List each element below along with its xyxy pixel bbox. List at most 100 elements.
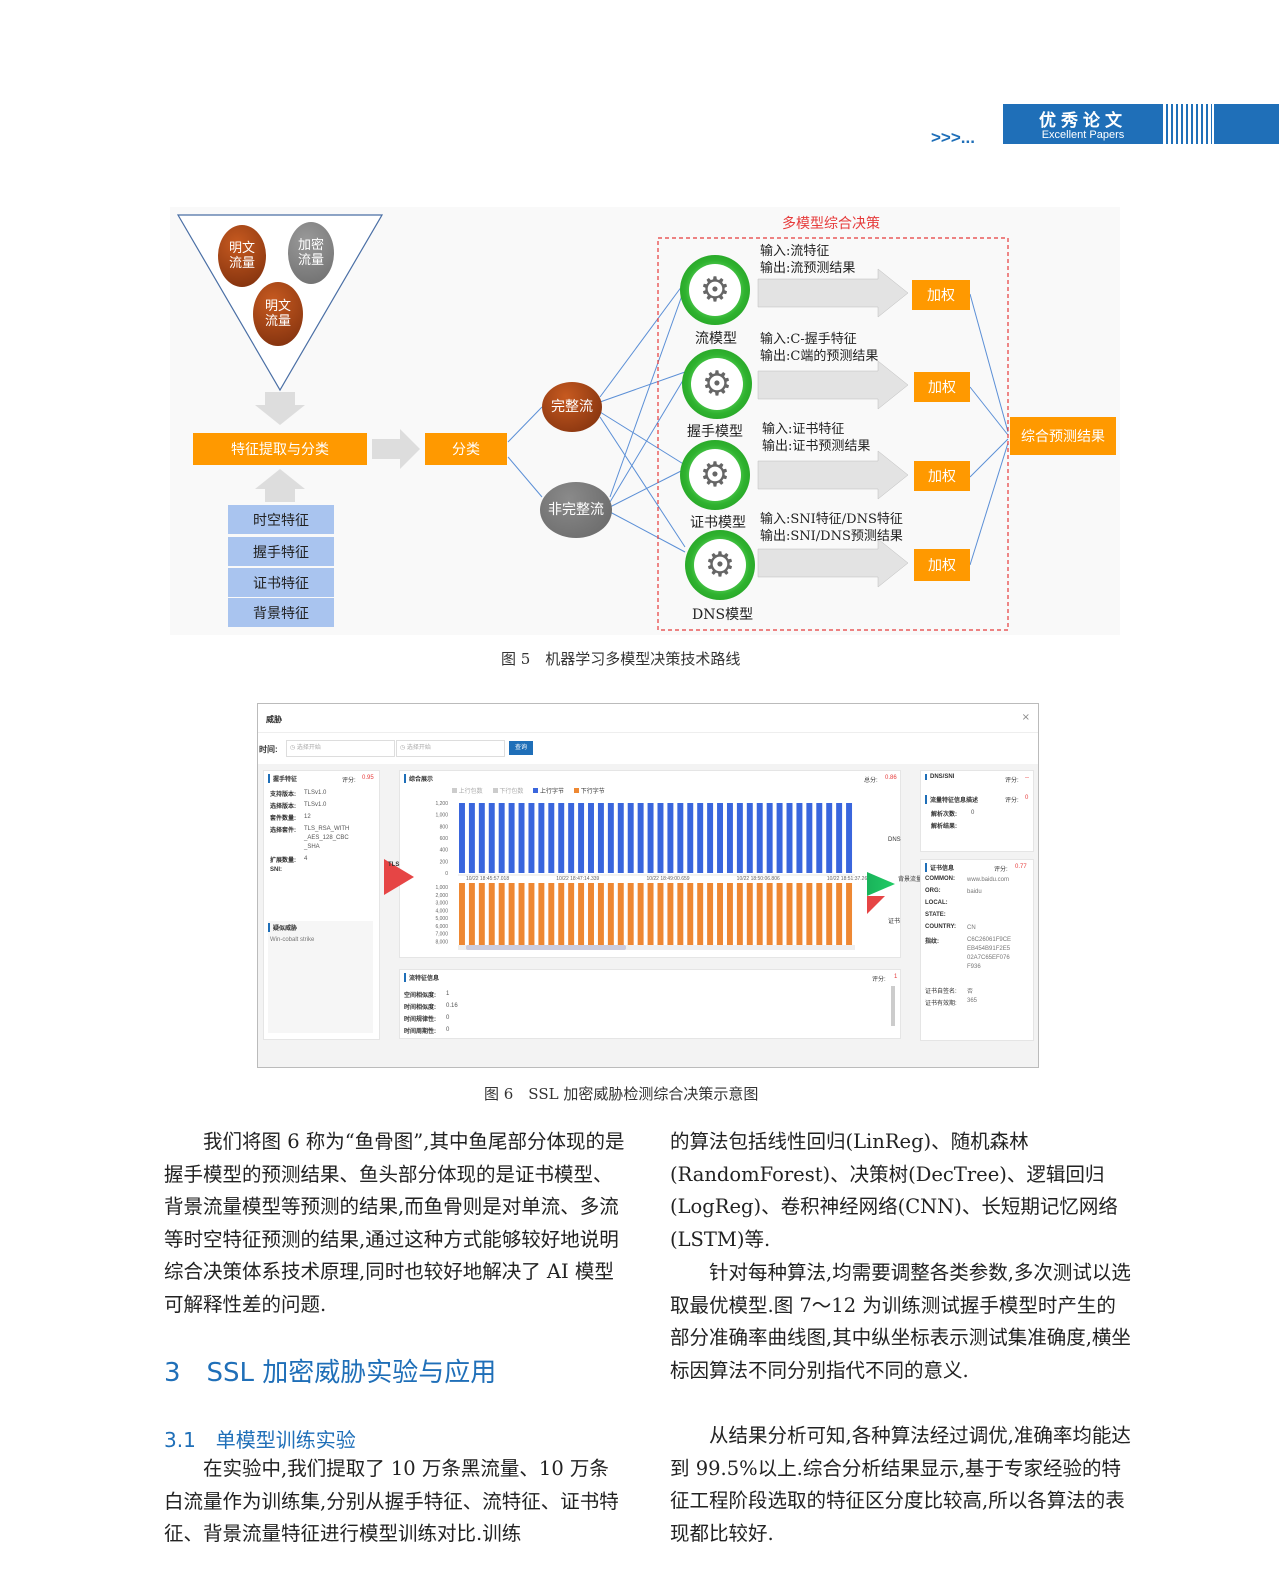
bar-down-37 [826, 883, 833, 945]
bar-down-13 [588, 883, 594, 945]
end-time-input[interactable]: ◷ 选择开始 [396, 740, 505, 757]
bar-down-34 [796, 883, 803, 945]
dns-score: -- [1025, 775, 1029, 781]
left-rows-value-4: 4 [304, 856, 308, 862]
ytick-bottom-7: 8,000 [435, 939, 448, 945]
bar-up-32 [776, 803, 783, 873]
start-time-input[interactable]: ◷ 选择开始 [286, 740, 395, 757]
weight-box-2: 加权 [914, 372, 970, 402]
bottom-rows-value-0: 1 [446, 991, 450, 997]
bar-down-20 [657, 883, 664, 945]
bar-up-38 [836, 803, 843, 873]
bar-up-12 [578, 803, 585, 873]
bar-up-23 [687, 803, 694, 873]
cert-rows-key-2: LOCAL: [925, 900, 948, 906]
bottom-rows-key-1: 时间相似度: [404, 1005, 436, 1011]
left-rows-key-3: 选择套件: [270, 828, 296, 834]
left-rows-key-2: 套件数量: [270, 816, 296, 822]
encrypted-traffic-egg: 加密 流量 [288, 222, 334, 284]
left-rows-value-3: TLS_RSA_WITH _AES_128_CBC _SHA [304, 826, 350, 850]
legend-up-packets: 上行包数 [452, 786, 483, 795]
plain-traffic-label-2: 明文 流量 [264, 299, 291, 329]
bar-up-21 [667, 803, 674, 873]
bar-down-18 [637, 883, 644, 945]
figure-6-window: 威胁 × 时间: ◷ 选择开始 ◷ 选择开始 查询 握手特征 评分: 0.95 … [257, 703, 1039, 1068]
bar-up-15 [607, 803, 614, 873]
bar-up-27 [726, 803, 733, 873]
left-rows-key-0: 支持版本: [270, 792, 296, 798]
cert-rows-value-1: baidu [967, 889, 982, 895]
self-signed-value: 否 [967, 989, 974, 995]
bar-down-26 [717, 883, 724, 945]
right-paragraph-2: 针对每种算法,均需要调整各类参数,多次测试以选取最优模型.图 7～12 为训练测… [670, 1261, 1131, 1382]
dns-rows-key-1: 解析结果: [931, 824, 957, 830]
flow-feature-title: 流特征信息 [404, 973, 439, 982]
handshake-panel-title: 握手特征 [268, 774, 297, 783]
feature-extract-box: 特征提取与分类 [193, 433, 367, 465]
bar-down-15 [607, 883, 614, 945]
bar-up-35 [806, 803, 813, 873]
xtick-0: 10/22 18:45:57.018 [466, 876, 509, 882]
bar-down-8 [538, 883, 545, 945]
cert-rows-value-5: C6C26061F9CE EB454B91F2E5 02A7C65EF076 F… [967, 937, 1012, 970]
bar-down-39 [846, 883, 853, 945]
header-bar-end [1214, 104, 1279, 144]
threat-value: Win-cobalt strike [270, 937, 315, 943]
bottom-rows-key-0: 空间相似度: [404, 993, 436, 999]
bar-up-22 [677, 803, 684, 873]
bar-down-33 [786, 883, 793, 945]
bottom-rows-value-3: 0 [446, 1027, 450, 1033]
xtick-3: 10/22 18:50:06.806 [737, 876, 780, 882]
bar-up-31 [766, 803, 773, 873]
xtick-2: 10/22 18:49:00.659 [646, 876, 689, 882]
left-paragraph-1: 我们将图 6 称为“鱼骨图”,其中鱼尾部分体现的是握手模型的预测结果、鱼头部分体… [164, 1130, 625, 1316]
bottom-rows-value-1: 0.16 [446, 1003, 458, 1009]
handshake-model-gear-icon: ⚙ [682, 349, 752, 419]
bar-down-6 [518, 883, 525, 945]
bar-down-28 [736, 883, 743, 945]
bar-down-38 [836, 883, 843, 945]
close-icon[interactable]: × [1021, 712, 1030, 723]
bar-up-36 [816, 803, 823, 873]
section-title-en: Excellent Papers [1041, 129, 1125, 141]
flow-feature-scrollbar[interactable] [891, 986, 895, 1026]
handshake-model-label: 握手模型 [687, 424, 743, 440]
figure-6-caption: 图 6 SSL 加密威胁检测综合决策示意图 [484, 1085, 759, 1103]
legend-up-bytes: 上行字节 [533, 786, 564, 795]
cert-rows-key-5: 指纹: [925, 939, 939, 945]
query-button[interactable]: 查询 [509, 741, 533, 755]
ytick-top-2: 800 [440, 824, 449, 830]
section-3-1-heading: 3.1 单模型训练实验 [164, 1428, 356, 1452]
left-rows-value-1: TLSv1.0 [304, 802, 327, 808]
bar-up-16 [617, 803, 624, 873]
header-stripes [1166, 104, 1212, 144]
dialog-title: 威胁 [266, 715, 282, 724]
bar-up-28 [736, 803, 743, 873]
bar-up-6 [518, 803, 525, 873]
traffic-bar-chart: 1,2001,00080060040020001,0002,0003,0004,… [435, 801, 870, 950]
ytick-bottom-0: 1,000 [435, 885, 448, 891]
bar-up-10 [558, 803, 565, 873]
result-box: 综合预测结果 [1010, 417, 1116, 455]
bar-down-10 [558, 883, 565, 945]
bar-up-20 [657, 803, 664, 873]
bar-up-17 [627, 803, 634, 873]
cert-rows-key-3: STATE: [925, 912, 946, 918]
self-signed-key: 证书自签名: [925, 989, 957, 995]
bar-down-32 [776, 883, 783, 945]
bar-down-9 [548, 883, 555, 945]
bar-up-34 [796, 803, 803, 873]
plain-traffic-label-1: 明文 流量 [228, 241, 255, 271]
flow-model-gear-icon: ⚙ [680, 255, 750, 325]
range-track [458, 945, 855, 950]
overview-score: 0.86 [885, 775, 897, 781]
bar-down-22 [677, 883, 684, 945]
bottom-rows-key-2: 时间规律性: [404, 1017, 436, 1023]
dns-sub-title: 流量特征信息描述 [925, 795, 978, 804]
feature-spatiotemporal: 时空特征 [228, 505, 334, 534]
cert-model-io: 输入:证书特征 输出:证书预测结果 [762, 422, 871, 454]
header-arrows: >>>... [931, 128, 975, 147]
